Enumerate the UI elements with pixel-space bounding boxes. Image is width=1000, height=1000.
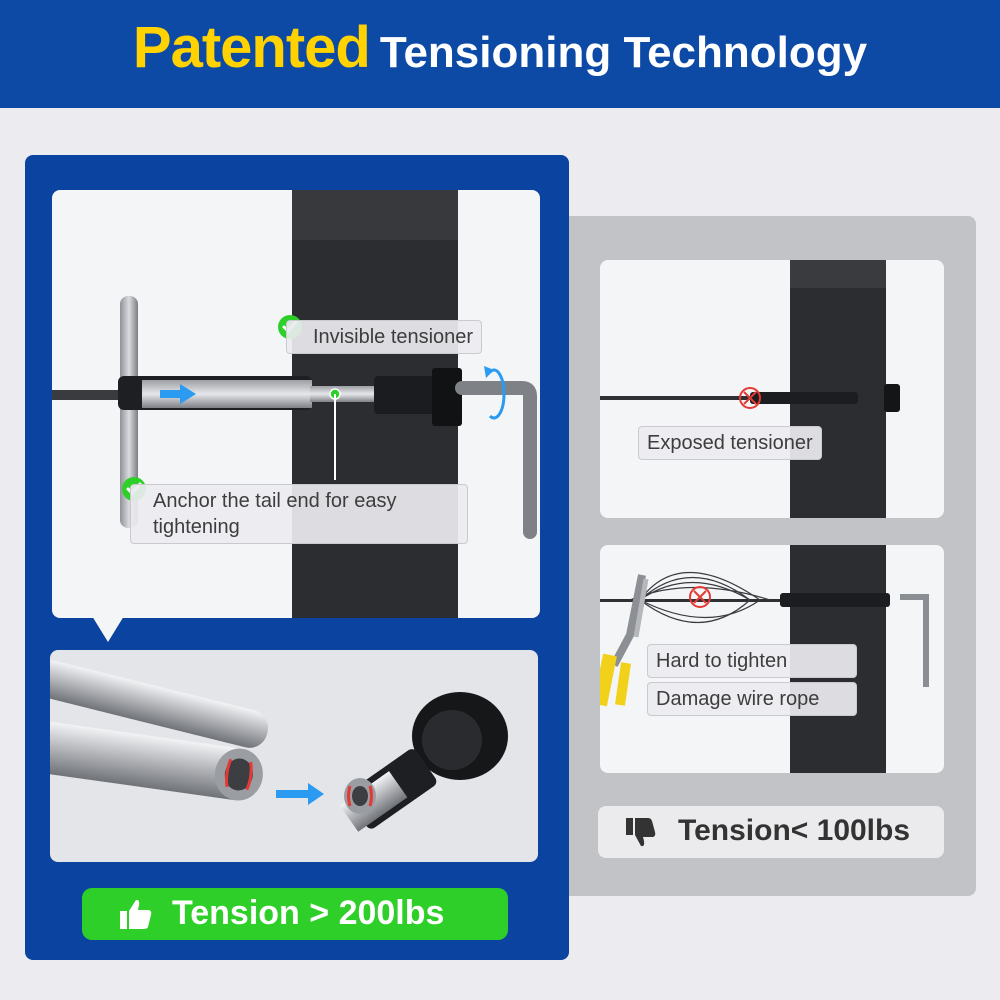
allen-key [455,381,537,539]
wire-rope [600,396,830,400]
exposed-tensioner [750,392,858,404]
tension-good-text: Tension > 200lbs [172,894,445,932]
wire-rope [52,390,142,400]
exposed-tensioner-card [600,260,944,518]
title-rest: Tensioning Technology [379,28,868,77]
callout-pointer [92,616,124,642]
invisible-tensioner-card [52,190,540,618]
tensioner-illustration [52,190,537,618]
hollow-tube [50,716,243,801]
tension-good-badge: Tension > 200lbs [82,888,508,940]
damage-wire-label: Damage wire rope [647,682,857,716]
exposed-tensioner-label: Exposed tensioner [638,426,822,460]
anchor-detail-card [50,650,538,862]
anchor-detail-illustration [50,660,508,832]
hard-to-tighten-label: Hard to tighten [647,644,857,678]
anchor-tail-label: Anchor the tail end for easy tightening [130,484,468,544]
tension-bad-text: Tension< 100lbs [678,814,911,847]
anchor-tail-line2: tightening [153,516,240,538]
cross-circle-icon [689,586,711,608]
invisible-tensioner-label: Invisible tensioner [286,320,483,354]
wire-rope [600,599,840,602]
rotate-arrow-icon [484,366,506,420]
cross-circle-icon [739,387,761,409]
thumbs-down-icon [626,818,656,847]
exposed-tensioner [780,593,890,607]
exposed-tensioner-illustration [600,260,900,518]
post [790,260,886,518]
pliers [600,574,649,707]
push-arrow-icon [160,384,196,404]
tensioner-nut [374,376,434,414]
anchor-rod [120,296,138,528]
thumbs-up-icon [120,899,152,929]
tension-bad-badge: Tension< 100lbs [598,806,944,858]
insert-arrow-icon [276,783,324,805]
anchor-tail-line1: Anchor the tail end for easy [153,490,397,512]
title-accent: Patented [132,15,371,80]
cross-rod [50,660,269,748]
allen-key [900,594,929,687]
